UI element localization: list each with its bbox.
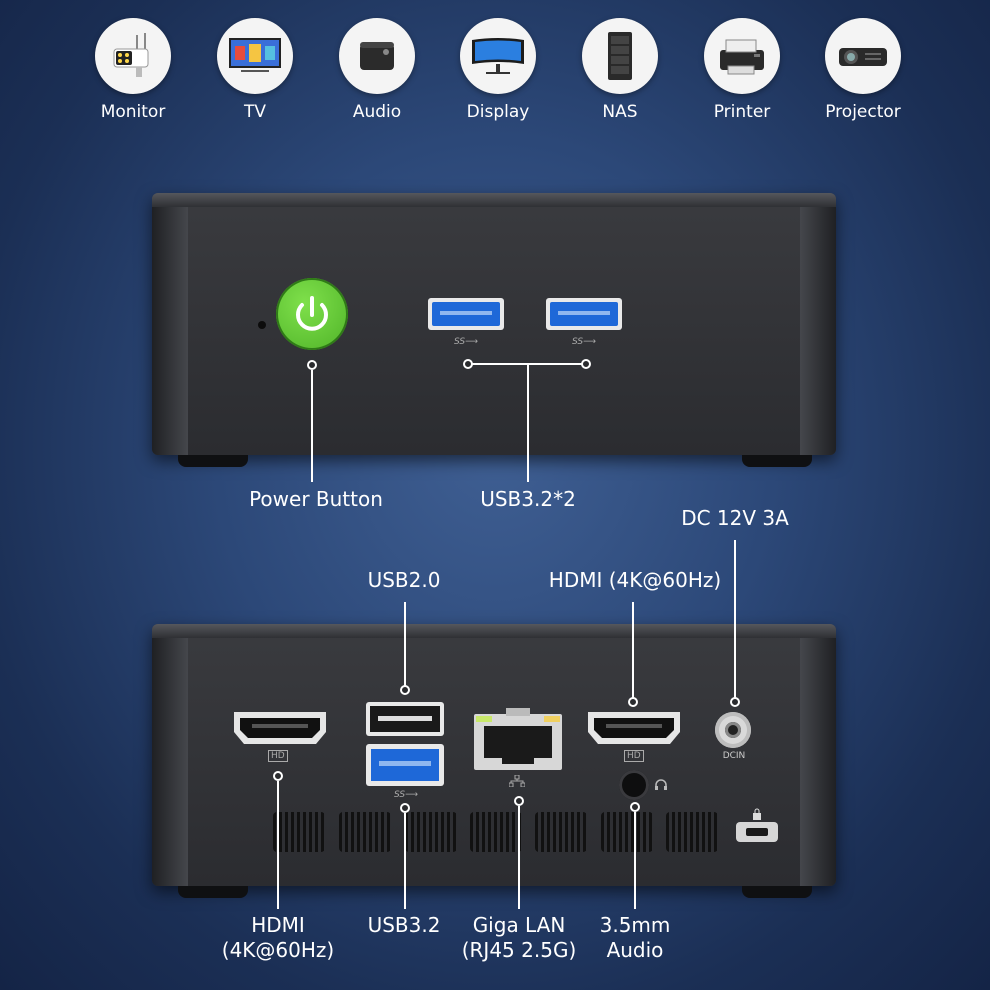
callout-line [404, 602, 406, 686]
front-usb3-port-2 [546, 298, 622, 330]
usb-front-label: USB3.2*2 [480, 487, 576, 511]
usb3-port-rear [366, 744, 444, 786]
hd-badge: HD [268, 750, 288, 762]
callout-line [632, 602, 634, 698]
vent [535, 812, 587, 852]
projector-icon [825, 18, 901, 94]
callout-line [634, 812, 636, 909]
vent [339, 812, 391, 852]
lan-label: Giga LAN (RJ45 2.5G) [440, 913, 598, 963]
headphone-icon [655, 779, 667, 790]
callout-line [311, 370, 313, 482]
hdmi-port-right [588, 712, 680, 744]
hd-badge: HD [624, 750, 644, 762]
dcin-label: DCIN [722, 751, 746, 761]
callout-dot [400, 803, 410, 813]
device-label: Printer [713, 102, 771, 122]
power-button-label: Power Button [249, 487, 383, 511]
callout-line [404, 813, 406, 909]
lan-label-line1: Giga LAN [472, 913, 566, 937]
dc-in-port [715, 712, 751, 748]
hdmi-left-label-line2: (4K@60Hz) [221, 938, 335, 962]
device-audio: Audio [317, 18, 437, 122]
device-tv: TV [195, 18, 315, 122]
audio-label: 3.5mm Audio [580, 913, 690, 963]
hdmi-left-label: HDMI (4K@60Hz) [198, 913, 358, 963]
callout-dot [630, 802, 640, 812]
rear-foot-right [742, 886, 812, 898]
front-foot-left [178, 455, 248, 467]
callout-dot [581, 359, 591, 369]
vent [273, 812, 325, 852]
hdmi-right-label: HDMI (4K@60Hz) [548, 568, 722, 592]
device-label: Monitor [100, 102, 166, 122]
callout-line [527, 364, 529, 482]
audio-label-line2: Audio [606, 938, 664, 962]
device-nas: NAS [560, 18, 680, 122]
lan-port [474, 708, 562, 770]
rear-foot-left [178, 886, 248, 898]
callout-line [734, 540, 736, 698]
device-label: TV [243, 102, 266, 122]
power-button[interactable] [276, 278, 348, 350]
audio-jack [619, 770, 649, 800]
front-usb3-port-1 [428, 298, 504, 330]
vent [470, 812, 522, 852]
usb32-label: USB3.2 [367, 913, 441, 937]
usb2-label: USB2.0 [367, 568, 441, 592]
callout-dot [628, 697, 638, 707]
power-led [258, 321, 266, 329]
network-icon [509, 775, 525, 787]
device-printer: Printer [682, 18, 802, 122]
device-monitor: Monitor [73, 18, 193, 122]
device-display: Display [438, 18, 558, 122]
superspeed-usb-icon: SS⟶ [572, 337, 597, 347]
lan-label-line2: (RJ45 2.5G) [461, 938, 577, 962]
device-label: Audio [352, 102, 402, 122]
display-icon [460, 18, 536, 94]
dc-label: DC 12V 3A [681, 506, 789, 530]
device-projector: Projector [803, 18, 923, 122]
printer-icon [704, 18, 780, 94]
callout-dot [307, 360, 317, 370]
lock-icon [753, 808, 761, 820]
callout-dot [514, 796, 524, 806]
hdmi-left-label-line1: HDMI [251, 913, 305, 937]
speaker-icon [339, 18, 415, 94]
device-label: Projector [825, 102, 901, 122]
superspeed-usb-icon: SS⟶ [394, 790, 419, 800]
device-label: Display [466, 102, 530, 122]
kensington-lock-slot [736, 822, 778, 842]
usb2-port [366, 702, 444, 736]
front-foot-right [742, 455, 812, 467]
tv-icon [217, 18, 293, 94]
callout-dot [400, 685, 410, 695]
device-label: NAS [602, 102, 638, 122]
callout-line [518, 806, 520, 909]
security-camera-icon [95, 18, 171, 94]
superspeed-usb-icon: SS⟶ [454, 337, 479, 347]
vent [405, 812, 457, 852]
vent [666, 812, 718, 852]
callout-line [277, 781, 279, 909]
nas-icon [582, 18, 658, 94]
audio-label-line1: 3.5mm [599, 913, 671, 937]
callout-dot [730, 697, 740, 707]
vent [601, 812, 653, 852]
callout-dot [273, 771, 283, 781]
hdmi-port-left [234, 712, 326, 744]
power-icon [296, 296, 328, 331]
